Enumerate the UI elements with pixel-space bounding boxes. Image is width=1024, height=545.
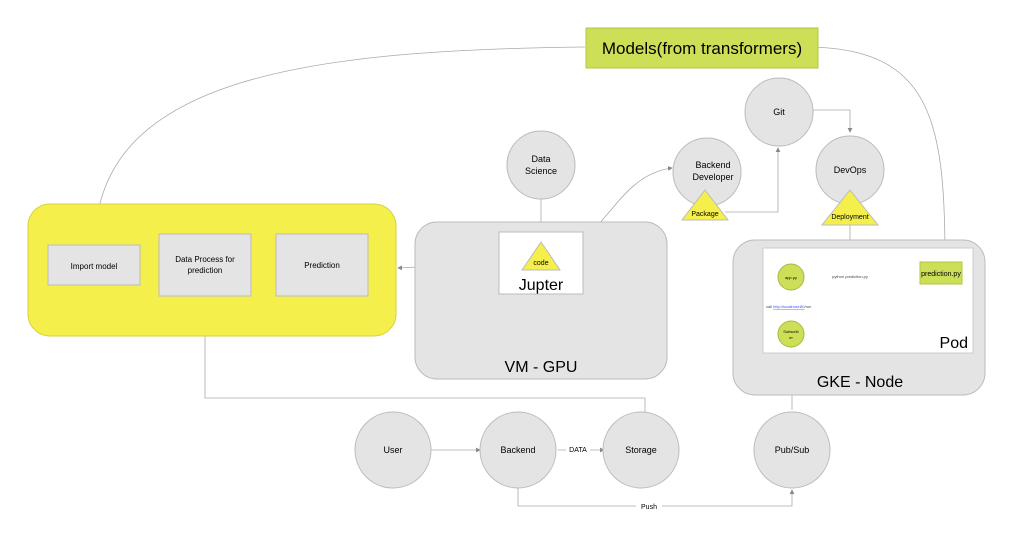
push-label: Push [641, 504, 657, 511]
run-command-label: python prediction.py [832, 274, 868, 279]
app-py-node[interactable] [777, 263, 805, 291]
backend-node[interactable] [479, 411, 557, 489]
deployment-label: Deployment [831, 214, 868, 221]
jupyter-label: Jupter [519, 277, 564, 294]
prediction-label: Prediction [304, 261, 340, 270]
subscriber-label: Subscrib [783, 329, 799, 334]
import-model-box[interactable] [47, 244, 141, 286]
code-triangle[interactable] [521, 241, 561, 271]
call-label: call http://localhost:80/run [766, 304, 811, 309]
data-process-label: Data Process for [175, 255, 235, 264]
git-node[interactable] [744, 77, 814, 147]
prediction-box[interactable] [275, 233, 369, 297]
data-process-label-2: prediction [188, 266, 223, 275]
data-label: DATA [569, 447, 587, 454]
pubsub-node[interactable] [753, 411, 831, 489]
backend-developer-label-2: Developer [692, 172, 733, 182]
data-science-label: Data [531, 154, 550, 164]
app-py-label: app.py [785, 275, 797, 280]
prediction-py-note[interactable] [919, 261, 963, 285]
package-label: Package [691, 211, 718, 218]
models-label: Models(from transformers) [602, 39, 802, 58]
subscriber-label-2: er [789, 335, 793, 340]
prediction-py-label: prediction.py [921, 271, 961, 278]
user-node[interactable] [354, 411, 432, 489]
devops-label: DevOps [834, 165, 867, 175]
models-box[interactable] [585, 27, 819, 69]
data-process-box[interactable] [158, 233, 252, 297]
vm-gpu-label: VM - GPU [505, 359, 578, 376]
data-science-node[interactable] [506, 130, 576, 200]
package-triangle[interactable] [680, 189, 730, 221]
gke-node-label: GKE - Node [817, 374, 903, 391]
pod-label: Pod [940, 335, 968, 352]
storage-label: Storage [625, 445, 657, 455]
storage-node[interactable] [602, 411, 680, 489]
localhost-link[interactable]: http://localhost:80 [773, 304, 805, 309]
deployment-triangle[interactable] [820, 189, 880, 226]
import-model-label: Import model [71, 262, 118, 271]
git-label: Git [773, 107, 785, 117]
vm-gpu-box[interactable] [414, 221, 668, 380]
user-label: User [383, 445, 402, 455]
data-science-label-2: Science [525, 166, 557, 176]
backend-developer-label: Backend [695, 160, 730, 170]
pubsub-label: Pub/Sub [775, 445, 810, 455]
subscriber-node[interactable] [777, 320, 805, 348]
code-label: code [533, 260, 548, 267]
backend-label: Backend [500, 445, 535, 455]
